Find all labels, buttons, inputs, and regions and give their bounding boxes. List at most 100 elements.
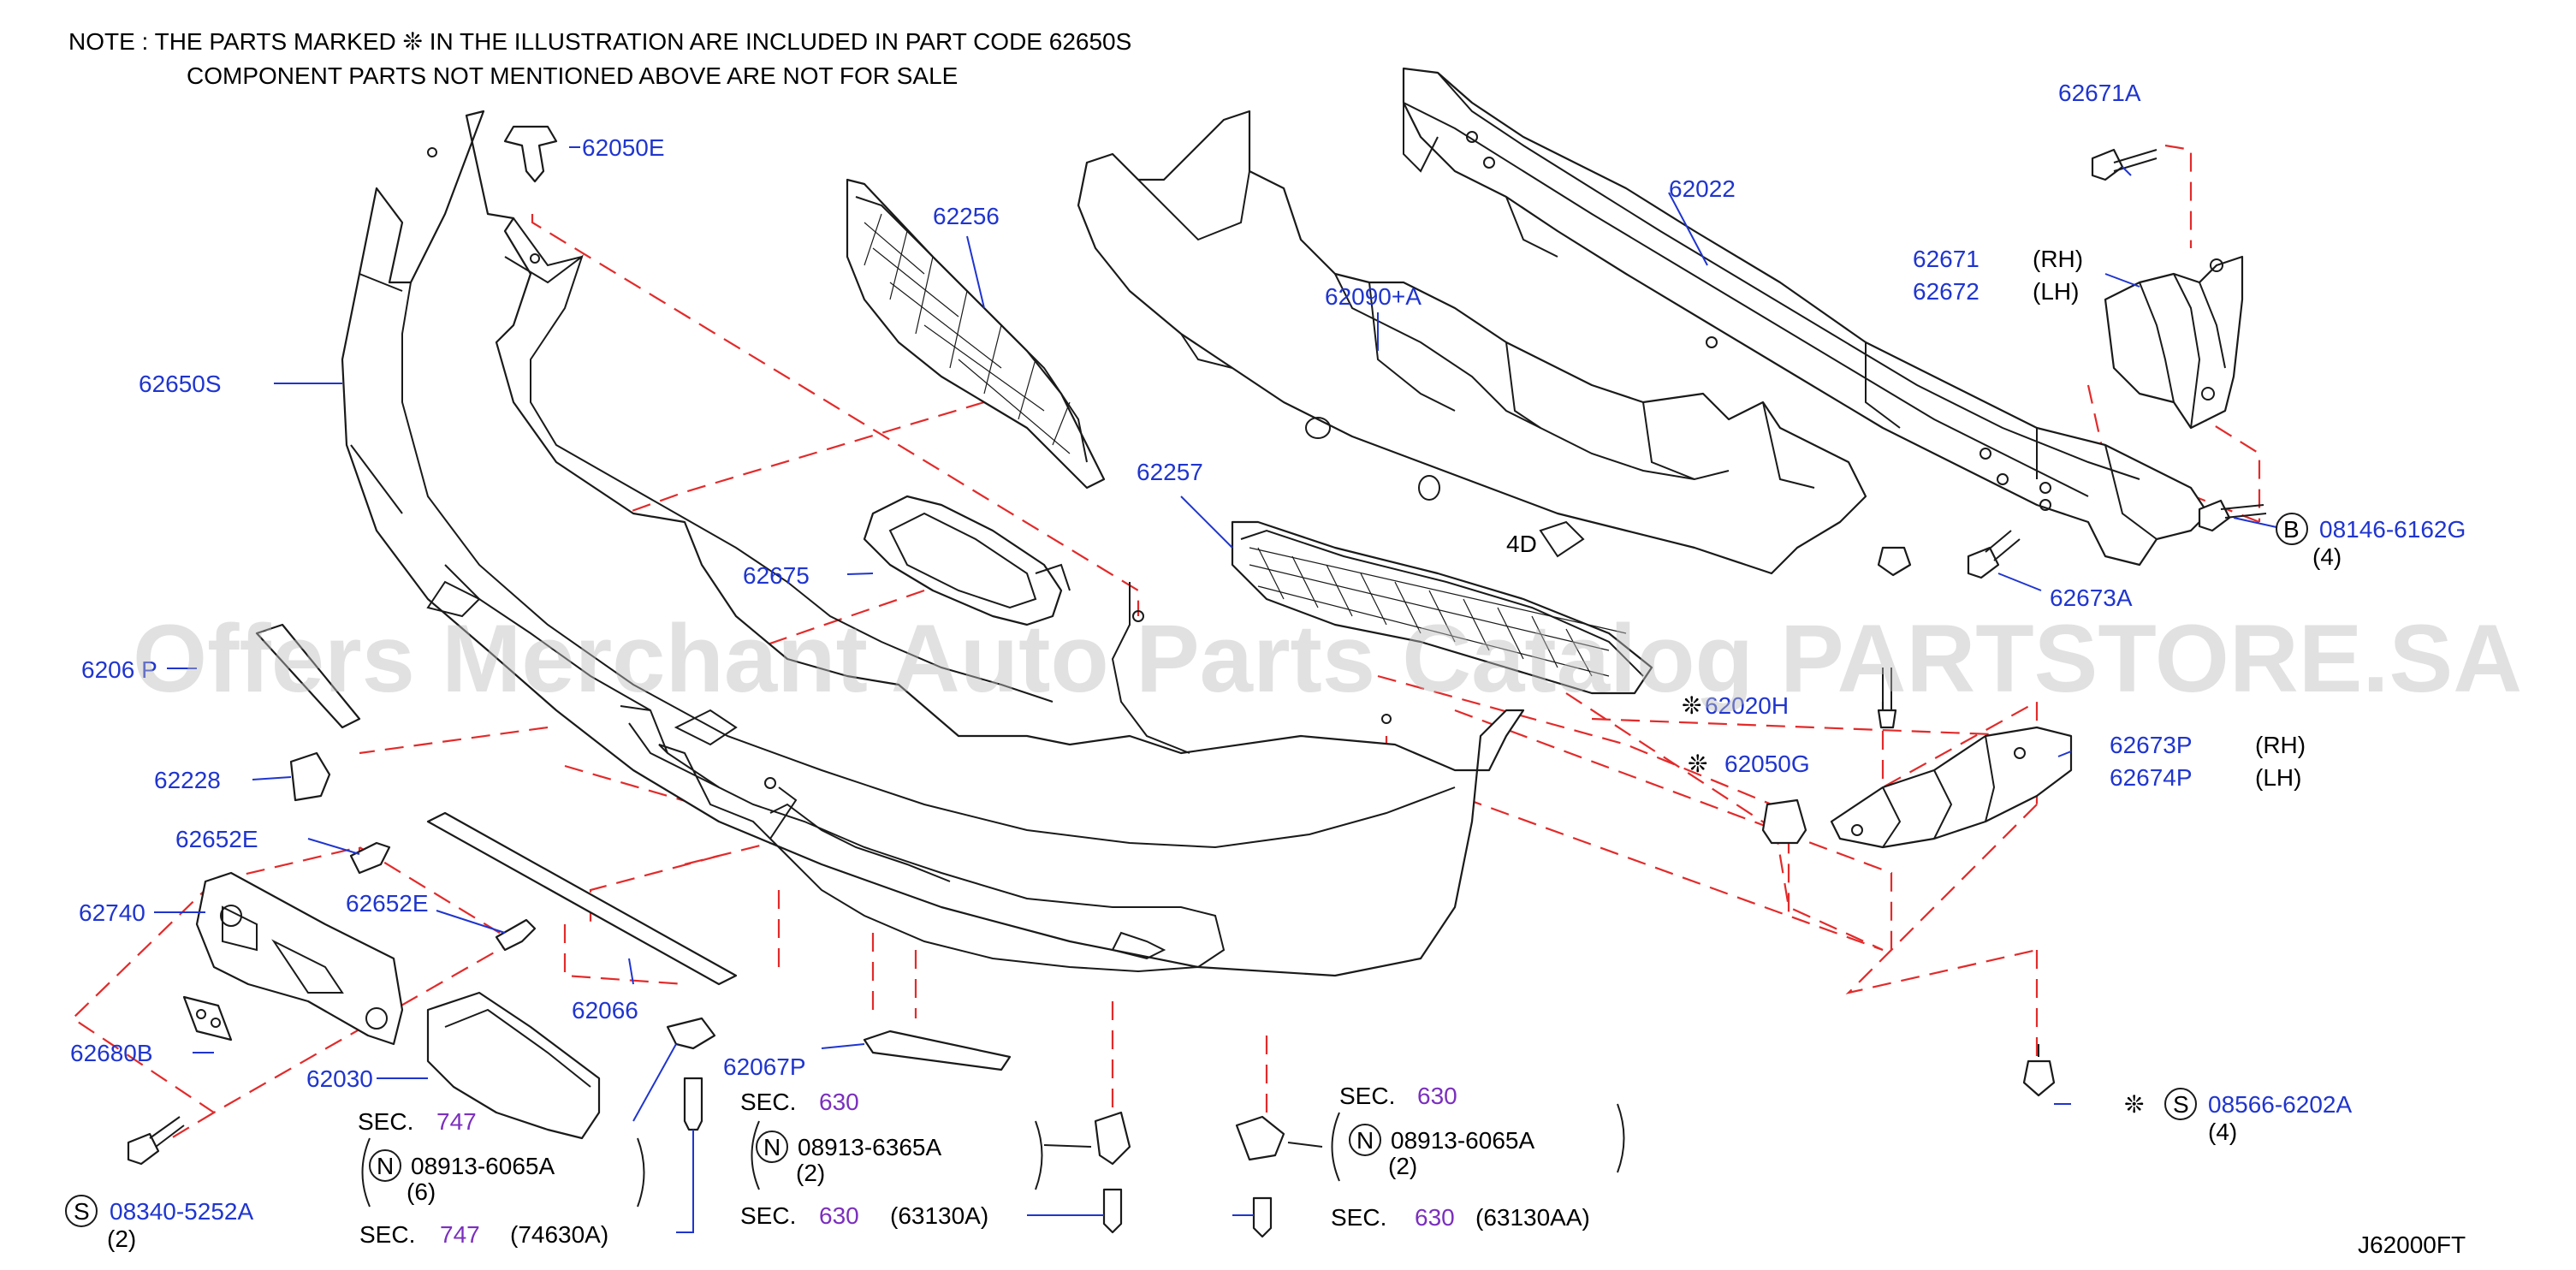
bolt-62050G-icon [1761,798,1807,845]
clip-747-icon [666,1017,716,1131]
label-62671: 62671 [1913,246,1979,272]
label-n-3: N [1356,1127,1374,1154]
nut-icon [1877,546,1912,577]
label-qty-2b: (2) [796,1160,825,1186]
label-08340: 08340-5252A [110,1198,253,1225]
label-08913-6365A: 08913-6365A [798,1134,941,1160]
bolt-62673A-icon [1967,530,2021,579]
labels: 62050E 62256 62022 62671A 62671 (RH) 626… [65,80,2466,1258]
label-sec-4: SEC. [740,1202,796,1229]
label-sec-630-1: 630 [819,1089,859,1115]
label-sec-630-2: 630 [819,1202,859,1229]
label-sec-630-4: 630 [1415,1204,1455,1231]
bolt-08566-icon [2022,1044,2056,1097]
fog-lamp-finisher [863,495,1071,626]
upper-grille [846,178,1106,490]
bolt-08146-icon [2198,499,2267,532]
label-62673P: 62673P [2110,732,2193,758]
n-circle-icon-2 [756,1131,788,1163]
label-sec-747-1: 747 [436,1108,477,1135]
n-circle-icon-3 [1349,1124,1381,1156]
bumper-reinforcement [1402,67,2210,567]
label-08146: 08146-6162G [2319,516,2466,543]
label-62257: 62257 [1137,459,1203,485]
label-62671A: 62671A [2058,80,2141,106]
label-62022: 62022 [1669,175,1736,202]
note-line-1: NOTE : THE PARTS MARKED ❊ IN THE ILLUSTR… [68,28,1131,55]
bolt-08340-icon [127,1116,185,1166]
label-ref-63130A: (63130A) [890,1202,988,1229]
label-62066: 62066 [572,997,638,1024]
label-lh-1: (LH) [2033,278,2079,305]
side-bracket-lower [1830,726,2073,849]
clip-62680B [182,995,233,1042]
label-ref-74630A: (74630A) [510,1221,608,1248]
label-qty-4a: (4) [2312,543,2342,570]
label-b: B [2283,516,2300,543]
n-circle-icon-1 [369,1149,401,1182]
label-62652E-2: 62652E [346,890,429,917]
label-ref-63130AA: (63130AA) [1475,1204,1590,1231]
label-qty-2a: (2) [107,1225,136,1252]
label-6206P: 6206 P [81,656,157,683]
label-qty-6: (6) [407,1178,436,1205]
clip-62050E-icon [503,125,558,183]
label-sec-3: SEC. [740,1089,796,1115]
label-62067P: 62067P [723,1053,806,1080]
callout-braces [361,1103,1625,1208]
label-62030: 62030 [306,1065,373,1092]
label-08913-6065A-1: 08913-6065A [411,1153,555,1179]
label-n-1: N [377,1153,394,1179]
label-62675: 62675 [743,562,810,589]
lower-grille [1231,520,1653,695]
label-sec-2: SEC. [359,1221,415,1248]
label-lh-2: (LH) [2255,764,2301,791]
label-rh-1: (RH) [2033,246,2083,272]
rivet-62652E-2-icon [495,918,537,952]
clip-630-b-icon [1235,1115,1285,1238]
seal-6206P [255,623,361,729]
bolt-62671A-icon [2091,148,2158,181]
under-cover-62030 [426,991,601,1140]
seal-strip-62066 [426,811,738,986]
label-62228: 62228 [154,767,221,793]
label-s-1: S [74,1198,90,1225]
label-62090A: 62090+A [1325,283,1422,310]
label-62672: 62672 [1913,278,1979,305]
label-62256: 62256 [933,203,1000,229]
label-08566: 08566-6202A [2208,1091,2352,1118]
note-line-2: COMPONENT PARTS NOT MENTIONED ABOVE ARE … [187,62,958,89]
label-62674P: 62674P [2110,764,2193,791]
label-sec-630-3: 630 [1417,1083,1457,1109]
energy-absorber: 4D [1077,110,1867,575]
diagram-code: J62000FT [2358,1231,2466,1258]
label-qty-4b: (4) [2208,1119,2237,1145]
star-62020H-icon: ❊ [1682,692,1701,719]
label-08913-6065A-2: 08913-6065A [1391,1127,1534,1154]
s-circle-icon-2 [2164,1088,2197,1120]
side-bracket-upper [2104,255,2244,430]
b-circle-icon [2276,513,2308,545]
label-62650S: 62650S [139,371,222,397]
label-s-2: S [2173,1091,2189,1118]
label-62020H: 62020H [1705,692,1789,719]
clip-630-a-icon [1094,1111,1131,1234]
tow-hook-cover [289,751,331,802]
label-62050E: 62050E [582,134,665,161]
s-circle-icon [65,1195,98,1227]
bolt-62020H-icon [1877,668,1897,729]
label-n-2: N [763,1134,781,1160]
license-plate-bracket [195,871,404,1046]
label-qty-2c: (2) [1388,1153,1417,1179]
label-62050G: 62050G [1724,751,1810,777]
label-rh-2: (RH) [2255,732,2306,758]
label-sec-6: SEC. [1331,1204,1386,1231]
bumper-cover [341,110,1525,977]
absorber-mark: 4D [1506,531,1537,557]
star-62050G-icon: ❊ [1688,751,1707,777]
label-sec-747-2: 747 [440,1221,480,1248]
label-62652E-1: 62652E [175,826,258,852]
star-08566-icon: ❊ [2124,1091,2144,1118]
label-sec-5: SEC. [1339,1083,1395,1109]
